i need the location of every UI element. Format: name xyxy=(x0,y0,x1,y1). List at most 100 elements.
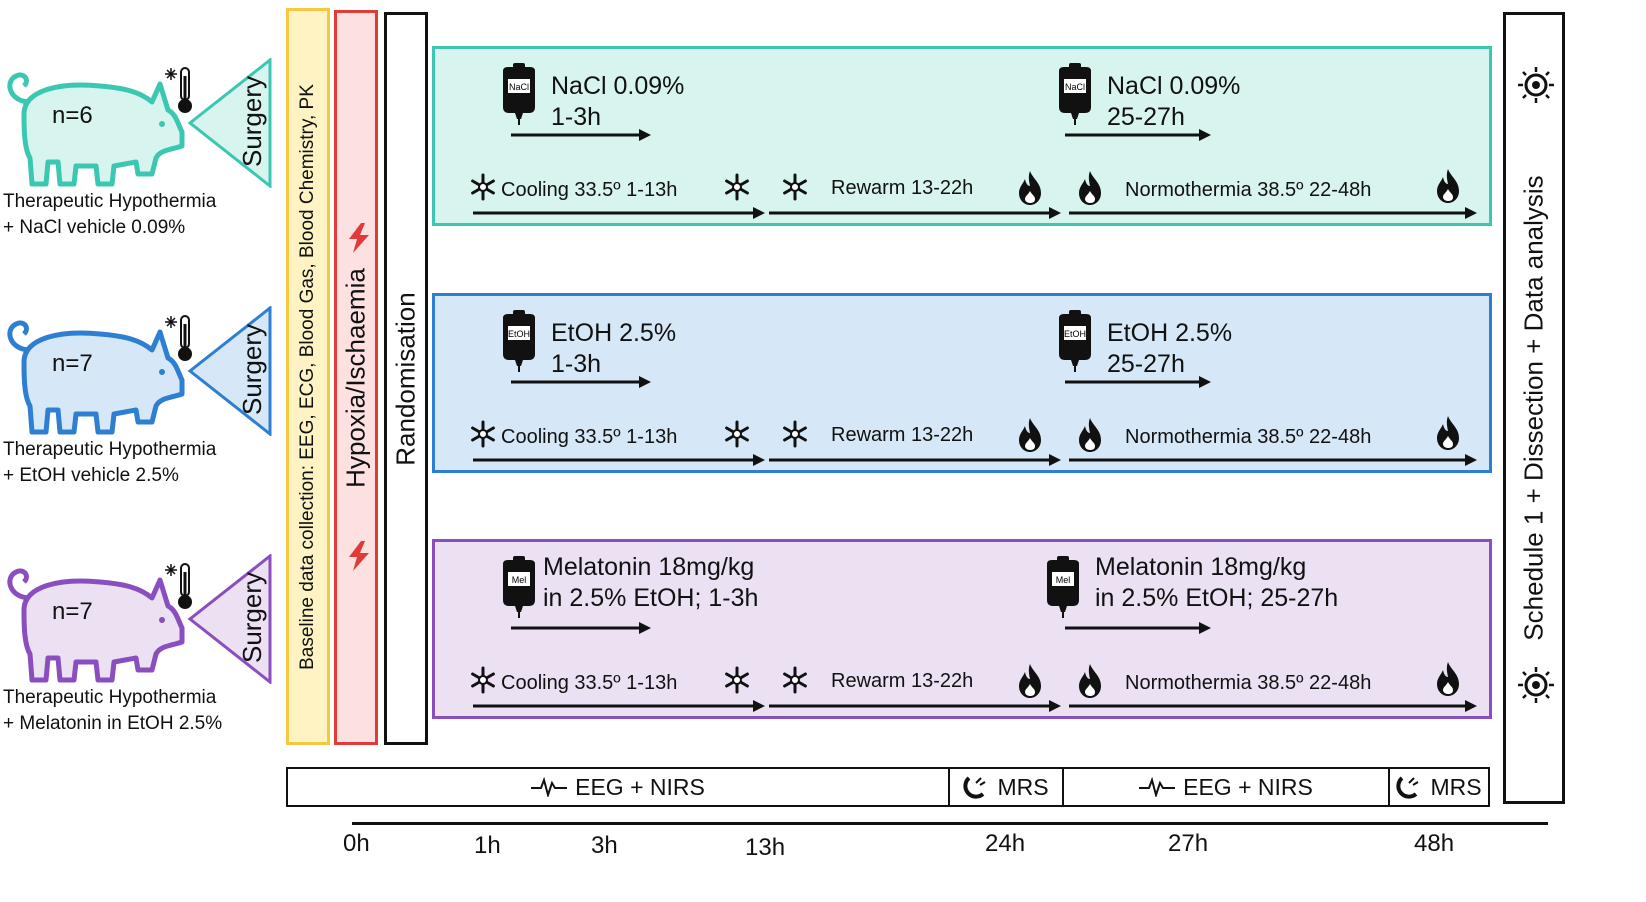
monitoring-segment: MRS xyxy=(950,769,1064,805)
snowflake-icon xyxy=(471,666,495,694)
dose-label: NaCl 0.09% xyxy=(551,72,685,100)
snowflake-icon xyxy=(783,420,807,448)
iv-bag-icon: Mel xyxy=(1047,556,1079,618)
dose-label: 25-27h xyxy=(1107,350,1185,378)
baseline-label: Baseline data collection: EEG, ECG, Bloo… xyxy=(297,83,318,670)
arrow xyxy=(1069,700,1477,712)
thermometer-icon xyxy=(165,67,192,113)
cooling-label: Cooling 33.5º 1-13h xyxy=(501,179,678,201)
surgery-triangle xyxy=(187,306,272,436)
timeline-tick: 27h xyxy=(1168,830,1209,857)
timeline-tick: 48h xyxy=(1414,830,1455,857)
end-label: Schedule 1 + Dissection + Data analysis xyxy=(1518,175,1549,641)
arrow xyxy=(473,454,765,466)
randomisation-bar: Randomisation xyxy=(384,12,428,745)
group-size: n=7 xyxy=(52,350,93,377)
monitoring-segment: MRS xyxy=(1390,769,1488,805)
svg-text:Mel: Mel xyxy=(1056,575,1071,585)
flame-icon xyxy=(1437,416,1459,450)
dose-label: 25-27h xyxy=(1107,103,1185,131)
magnet-icon xyxy=(963,776,986,799)
hypoxia-bar: Hypoxia/Ischaemia xyxy=(334,10,378,745)
timeline-tick: 1h xyxy=(474,832,501,859)
pig-icon xyxy=(7,72,185,187)
timeline-tick: 0h xyxy=(343,830,370,857)
dose-label: Melatonin 18mg/kg xyxy=(1095,553,1307,581)
dose-label: 1-3h xyxy=(551,350,602,378)
normothermia-label: Normothermia 38.5º 22-48h xyxy=(1125,426,1372,448)
dose-label: EtOH 2.5% xyxy=(551,319,677,347)
group-size: n=7 xyxy=(52,598,93,625)
flame-icon xyxy=(1019,171,1041,205)
flame-icon xyxy=(1437,662,1459,696)
end-bar: Schedule 1 + Dissection + Data analysis xyxy=(1503,12,1565,804)
lightbulb-icon xyxy=(1518,67,1554,103)
arrow xyxy=(511,376,651,388)
heartbeat-icon xyxy=(1139,777,1176,797)
randomisation-label: Randomisation xyxy=(390,291,421,466)
dose-label: 1-3h xyxy=(551,103,602,131)
flame-icon xyxy=(1079,664,1101,698)
rewarm-label: Rewarm 13-22h xyxy=(831,177,974,199)
snowflake-icon xyxy=(783,173,807,201)
svg-text:NaCl: NaCl xyxy=(509,82,529,92)
dose-label: NaCl 0.09% xyxy=(1107,72,1241,100)
arrow xyxy=(1069,207,1477,219)
treatment-box: Mel Melatonin 18mg/kg in 2.5% EtOH; 1-3h… xyxy=(432,539,1492,719)
surgery-label: Surgery xyxy=(237,571,268,664)
dose-label: in 2.5% EtOH; 1-3h xyxy=(543,584,759,612)
dose-label: EtOH 2.5% xyxy=(1107,319,1233,347)
timeline-tick: 24h xyxy=(985,830,1026,857)
svg-text:EtOH: EtOH xyxy=(1064,329,1086,339)
arrow xyxy=(473,207,765,219)
treatment-box: EtOH EtOH 2.5% 1-3h EtOH EtOH 2.5% 25-27… xyxy=(432,293,1492,473)
arrow xyxy=(1065,376,1211,388)
svg-text:Mel: Mel xyxy=(512,575,527,585)
monitoring-label: EEG + NIRS xyxy=(575,773,705,800)
snowflake-icon xyxy=(725,420,749,448)
svg-text:NaCl: NaCl xyxy=(1065,82,1085,92)
iv-bag-icon: NaCl xyxy=(503,63,535,125)
iv-bag-icon: NaCl xyxy=(1059,63,1091,125)
pig-icon xyxy=(7,320,185,435)
iv-bag-icon: Mel xyxy=(503,556,535,618)
arrow xyxy=(769,700,1061,712)
lightning-icon xyxy=(349,541,369,571)
arrow xyxy=(511,622,651,634)
snowflake-icon xyxy=(725,173,749,201)
cooling-label: Cooling 33.5º 1-13h xyxy=(501,426,678,448)
arrow xyxy=(1065,622,1211,634)
dose-label: in 2.5% EtOH; 25-27h xyxy=(1095,584,1339,612)
monitoring-segment: EEG + NIRS xyxy=(288,769,950,805)
arrow xyxy=(1065,129,1211,141)
lightning-icon xyxy=(349,223,369,253)
snowflake-icon xyxy=(471,173,495,201)
lightbulb-icon xyxy=(1518,667,1554,703)
arrow xyxy=(473,700,765,712)
normothermia-label: Normothermia 38.5º 22-48h xyxy=(1125,179,1372,201)
cooling-label: Cooling 33.5º 1-13h xyxy=(501,672,678,694)
thermometer-icon xyxy=(165,315,192,361)
svg-text:EtOH: EtOH xyxy=(508,329,530,339)
group-size: n=6 xyxy=(52,102,93,129)
flame-icon xyxy=(1019,418,1041,452)
flame-icon xyxy=(1019,664,1041,698)
magnet-icon xyxy=(1396,776,1419,799)
thermometer-icon xyxy=(165,563,192,609)
group-caption: Therapeutic Hypothermia xyxy=(3,191,217,212)
group-caption: Therapeutic Hypothermia xyxy=(3,439,217,460)
monitoring-label: MRS xyxy=(1430,773,1482,800)
iv-bag-icon: EtOH xyxy=(503,310,535,372)
baseline-bar: Baseline data collection: EEG, ECG, Bloo… xyxy=(286,8,330,745)
flame-icon xyxy=(1079,171,1101,205)
hypoxia-label: Hypoxia/Ischaemia xyxy=(340,267,371,488)
timeline-tick: 13h xyxy=(745,834,786,861)
surgery-label: Surgery xyxy=(237,323,268,416)
surgery-triangle xyxy=(187,554,272,684)
surgery-label: Surgery xyxy=(237,75,268,168)
timeline-axis xyxy=(352,822,1548,825)
timeline-tick: 3h xyxy=(591,832,618,859)
arrow xyxy=(769,454,1061,466)
group-caption: + Melatonin in EtOH 2.5% xyxy=(3,713,223,734)
group-caption: Therapeutic Hypothermia xyxy=(3,687,217,708)
